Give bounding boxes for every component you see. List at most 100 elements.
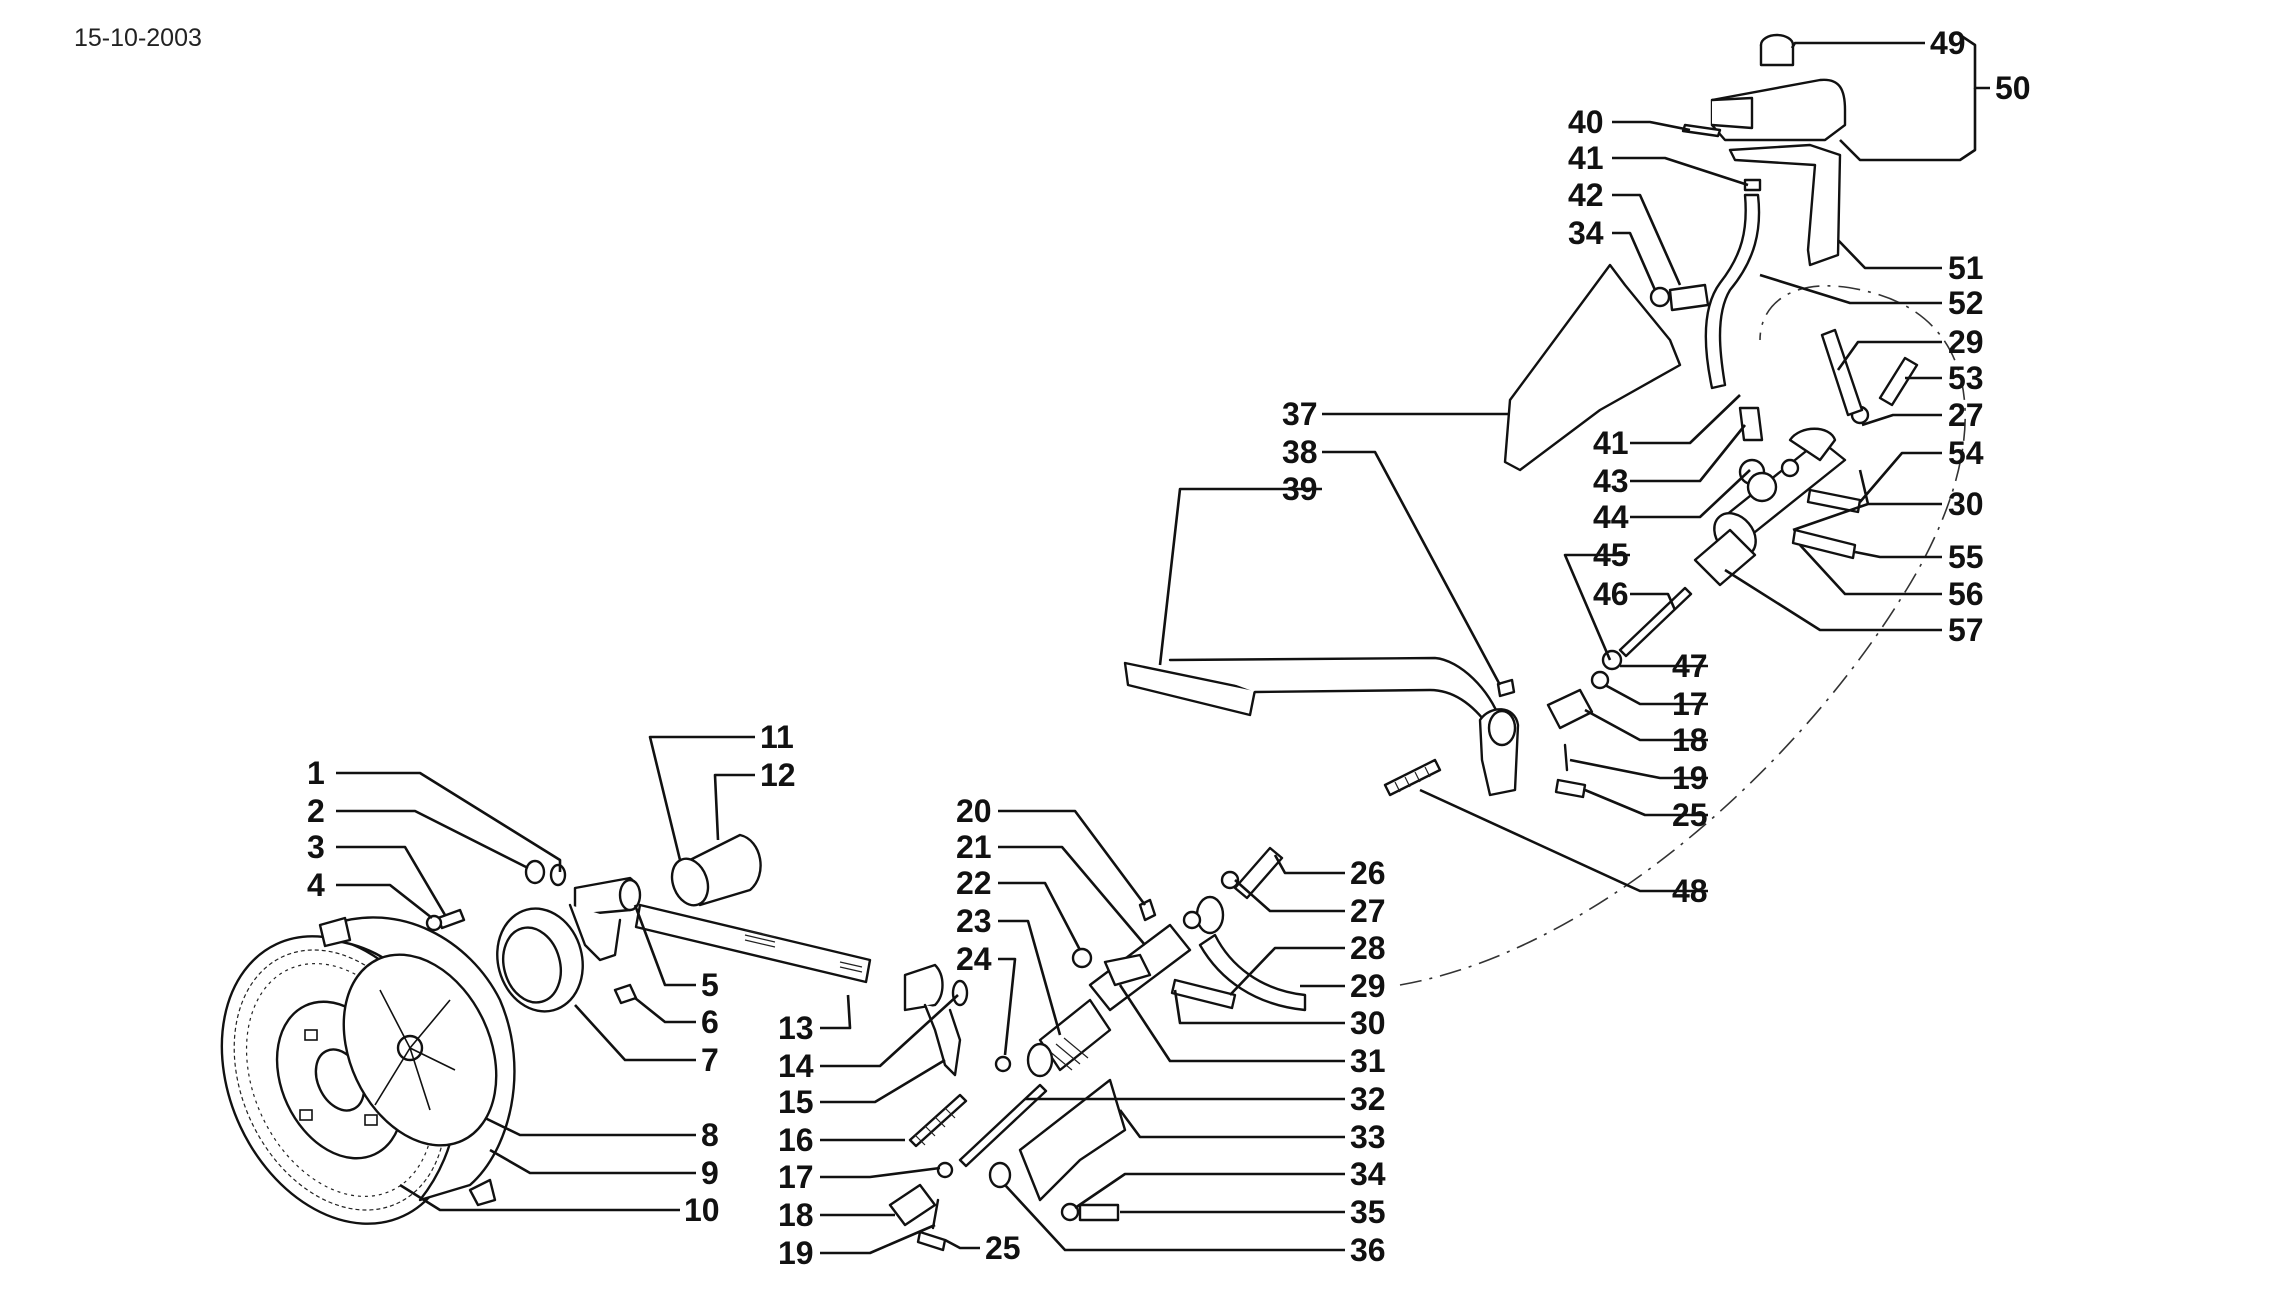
callout-label: 39 [1282, 471, 1318, 507]
clutch-pressure-plate [318, 916, 516, 1207]
callout-label: 22 [956, 865, 992, 901]
callout-label: 53 [1948, 360, 1984, 396]
callout-label: 34 [1350, 1156, 1386, 1192]
washer [1060, 1202, 1080, 1222]
callout-label: 19 [778, 1235, 814, 1271]
callout-label: 19 [1672, 760, 1708, 796]
callout-label: 40 [1568, 104, 1604, 140]
callout-label: 51 [1948, 250, 1984, 286]
hydraulic-hose [1198, 933, 1307, 1012]
bolt [436, 908, 466, 930]
callout-label: 34 [1568, 215, 1604, 251]
washer [1590, 670, 1610, 690]
washer [936, 1161, 954, 1179]
callout-label: 50 [1995, 70, 2031, 106]
callout-label: 28 [1350, 930, 1386, 966]
callout-label: 17 [1672, 686, 1708, 722]
callout-label: 12 [760, 757, 796, 793]
washer [549, 863, 567, 887]
callout-label: 36 [1350, 1232, 1386, 1268]
callout-label: 49 [1930, 25, 1966, 61]
banjo-fitting [1195, 895, 1225, 935]
diagram-date: 15-10-2003 [74, 24, 202, 52]
washer [425, 914, 443, 932]
callout-label: 45 [1593, 537, 1629, 573]
pedal-stop [1496, 678, 1516, 698]
callout-label: 16 [778, 1122, 814, 1158]
banjo-fitting [1820, 328, 1864, 417]
callout-label: 27 [1350, 893, 1386, 929]
callout-labels: 1 2 3 4 5 6 7 8 9 10 11 12 13 14 15 16 1… [307, 25, 2031, 1271]
bolt [1806, 488, 1862, 514]
bolt [1791, 528, 1857, 560]
nut [994, 1055, 1012, 1073]
callout-label: 25 [985, 1230, 1021, 1266]
bolt [1078, 1203, 1120, 1222]
callout-label: 30 [1350, 1005, 1386, 1041]
hose-clamp [1743, 178, 1762, 192]
release-shaft [634, 903, 872, 984]
callout-label: 2 [307, 793, 325, 829]
callout-label: 44 [1593, 499, 1629, 535]
slave-mount-bracket [1018, 1078, 1127, 1202]
callout-label: 20 [956, 793, 992, 829]
callout-label: 21 [956, 829, 992, 865]
callout-label: 17 [778, 1159, 814, 1195]
fluid-reservoir [1710, 78, 1847, 142]
callout-label: 33 [1350, 1119, 1386, 1155]
callout-label: 10 [684, 1192, 720, 1228]
callout-label: 35 [1350, 1194, 1386, 1230]
clevis-pin [916, 1230, 947, 1252]
bracket-bolt [1668, 283, 1710, 312]
master-pushrod [1618, 586, 1693, 658]
reservoir-hose [1704, 193, 1761, 390]
callout-label: 52 [1948, 285, 1984, 321]
callout-label: 31 [1350, 1043, 1386, 1079]
release-lever [903, 963, 969, 1077]
pushrod [958, 1083, 1048, 1168]
callout-label: 4 [307, 867, 325, 903]
clevis-bracket [1103, 953, 1152, 987]
callout-label: 23 [956, 903, 992, 939]
callout-label: 6 [701, 1004, 719, 1040]
pedal-return-spring [1383, 758, 1442, 797]
callout-label: 56 [1948, 576, 1984, 612]
clevis-pin [1554, 778, 1587, 799]
callout-label: 41 [1593, 425, 1629, 461]
boot [1693, 528, 1757, 587]
banjo-bolt [1233, 846, 1284, 900]
return-spring [908, 1093, 968, 1148]
clevis [1546, 688, 1594, 730]
callout-label: 38 [1282, 434, 1318, 470]
spacer [988, 1161, 1012, 1189]
cotter-pin [1563, 743, 1569, 772]
callout-label: 43 [1593, 463, 1629, 499]
reservoir-bracket [1728, 143, 1842, 267]
callout-label: 29 [1350, 968, 1386, 1004]
callout-label: 32 [1350, 1081, 1386, 1117]
pedal-bracket [1503, 263, 1682, 472]
reservoir-fitting [1738, 406, 1764, 442]
callout-label: 42 [1568, 177, 1604, 213]
callout-label: 24 [956, 941, 992, 977]
washer [1649, 286, 1671, 308]
callout-label: 41 [1568, 140, 1604, 176]
bolt [1170, 978, 1237, 1010]
callout-label: 5 [701, 967, 719, 1003]
callout-label: 8 [701, 1117, 719, 1153]
callout-label: 54 [1948, 435, 1984, 471]
nut [524, 859, 546, 885]
clevis [888, 1183, 937, 1227]
washer [1220, 870, 1240, 890]
callout-label: 57 [1948, 612, 1984, 648]
washer [1182, 910, 1202, 930]
callout-label: 11 [760, 719, 794, 755]
locknut [1601, 649, 1623, 671]
reservoir-cap [1759, 33, 1795, 67]
callout-label: 14 [778, 1048, 814, 1084]
callout-label: 26 [1350, 855, 1386, 891]
callout-label: 37 [1282, 396, 1318, 432]
washer [1780, 458, 1800, 478]
banjo-bolt [1878, 356, 1919, 407]
